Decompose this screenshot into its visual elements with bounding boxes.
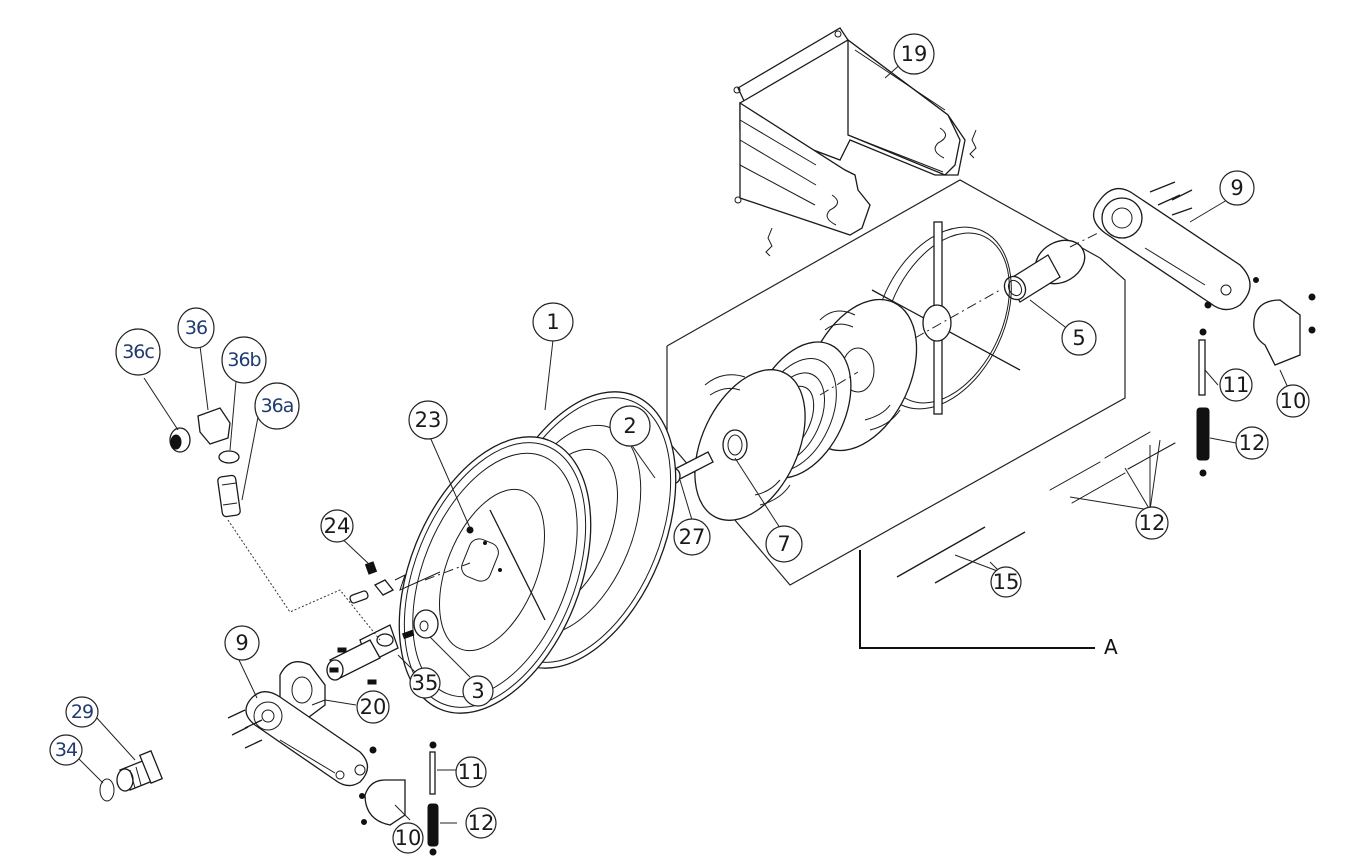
retaining-ring-part [722,429,748,461]
svg-text:36b: 36b [227,349,261,371]
callout-10-top: 10 [1276,384,1310,418]
svg-text:29: 29 [71,701,93,723]
inlet-fitting-part [116,749,164,792]
callout-15: 15 [990,566,1022,598]
svg-text:3: 3 [471,679,484,703]
callout-11-top: 11 [1219,368,1253,402]
svg-text:12: 12 [468,811,495,835]
callout-11-bottom: 11 [455,756,487,788]
svg-text:20: 20 [360,695,387,719]
callout-29: 29 [65,696,99,728]
hose-path-dotted [227,519,381,641]
arm-plate-top-part [1093,181,1259,311]
svg-text:9: 9 [1230,176,1243,200]
nipple-36a-part [217,474,241,518]
spacer-12-top-part [1196,407,1210,477]
callout-2: 2 [609,405,651,447]
callout-3: 3 [462,675,494,707]
svg-text:7: 7 [777,532,790,556]
nut-36b-part [218,450,240,464]
o-ring-part [99,778,115,802]
svg-text:24: 24 [324,514,351,538]
spacer-12-bottom-part [427,803,439,856]
callout-36c: 36c [115,328,161,376]
callout-12-mid: 12 [1135,506,1169,540]
leader-lines [74,61,1290,824]
fitting-36c-part [169,427,191,453]
svg-text:15: 15 [993,570,1020,594]
swivel-housing-part [326,624,415,685]
callout-35: 35 [409,667,441,699]
callout-12-bottom: 12 [465,807,497,839]
callout-1: 1 [532,302,574,342]
svg-text:10: 10 [1280,389,1307,413]
callout-36a: 36a [254,382,300,430]
callout-9-bottom: 9 [224,625,260,661]
callout-24: 24 [320,509,354,543]
svg-text:1: 1 [546,310,559,334]
tie-rods-15-part [896,526,1026,584]
hub-shaft-part [1003,239,1086,303]
screw-set-bottom [227,709,263,749]
spacers-12-mid-part [1049,431,1176,504]
svg-text:11: 11 [1223,373,1250,397]
svg-text:2: 2 [623,414,636,438]
svg-text:10: 10 [395,826,422,850]
rod-11-top-part [1198,328,1207,396]
svg-text:36a: 36a [261,395,294,417]
callout-27: 27 [673,518,711,556]
callout-10-bottom: 10 [392,822,424,854]
callout-36b: 36b [221,336,267,384]
callout-36: 36 [177,307,215,349]
callout-23: 23 [408,400,448,440]
svg-text:36: 36 [185,317,207,339]
callout-9-top: 9 [1219,170,1255,206]
callout-34: 34 [49,734,83,766]
svg-text:36c: 36c [122,341,154,363]
callout-20: 20 [356,690,390,724]
svg-text:5: 5 [1072,326,1085,350]
svg-text:35: 35 [412,671,439,695]
svg-text:27: 27 [679,525,706,549]
assembly-axis-lines [424,231,1101,581]
latch-part [349,561,441,604]
foot-bracket-top-part [1253,293,1316,366]
callout-7: 7 [765,525,803,563]
svg-text:23: 23 [415,408,442,432]
callout-12-top: 12 [1235,426,1269,460]
callout-19: 19 [893,33,935,75]
spring-front-disc-part [694,369,806,521]
svg-text:19: 19 [901,42,928,66]
svg-text:11: 11 [458,760,485,784]
svg-text:9: 9 [235,631,248,655]
spacer-3-part [413,609,439,639]
swivel-cap-36-part [197,407,231,445]
rod-11-bottom-part [429,741,437,795]
svg-text:12: 12 [1139,511,1166,535]
svg-text:34: 34 [55,739,78,761]
group-a-outline: A [666,179,1126,659]
screw-set-top [1149,181,1193,216]
foot-bracket-bottom-part [359,779,406,826]
callout-5: 5 [1061,320,1097,356]
mounting-bracket-part [733,27,977,257]
group-a-label: A [1104,635,1118,659]
svg-text:12: 12 [1239,431,1266,455]
arm-plate-bottom-part [227,691,377,787]
